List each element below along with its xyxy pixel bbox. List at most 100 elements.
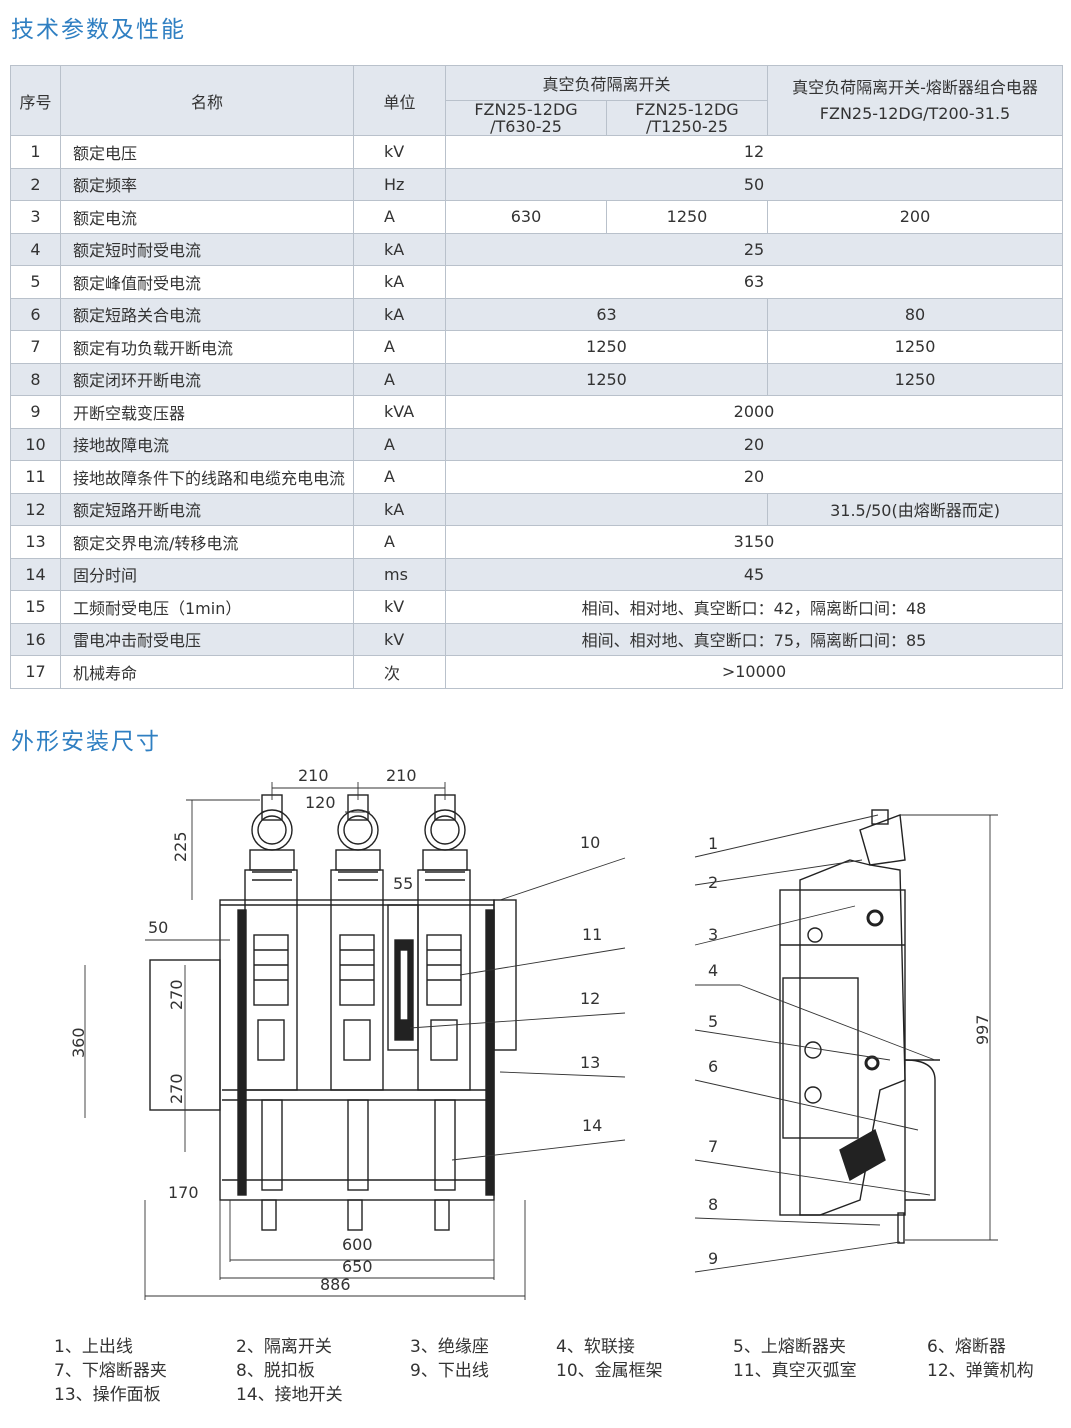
row-value: 63	[444, 297, 769, 331]
header-seq: 序号	[10, 65, 61, 136]
row-number: 8	[10, 362, 61, 396]
row-name: 额定闭环开断电流	[60, 362, 354, 396]
row-value: 50	[444, 167, 1064, 201]
side-callout-3: 3	[708, 925, 718, 944]
row-value: 相间、相对地、真空断口：42，隔离断口间：48	[444, 590, 1064, 624]
row-name: 额定电压	[60, 135, 354, 169]
dim-650: 650	[342, 1257, 373, 1276]
dim-120: 120	[305, 793, 336, 812]
row-name: 额定峰值耐受电流	[60, 265, 354, 299]
row-unit: kV	[353, 135, 446, 169]
dim-600: 600	[342, 1235, 373, 1254]
dim-210-left: 210	[298, 766, 329, 785]
row-value: 25	[444, 232, 1064, 266]
row-unit: A	[353, 525, 446, 559]
legend-item: 12、弹簧机构	[927, 1361, 1034, 1381]
row-number: 13	[10, 525, 61, 559]
row-unit: ms	[353, 557, 446, 591]
row-number: 2	[10, 167, 61, 201]
front-frame	[219, 899, 495, 1201]
row-unit: Hz	[353, 167, 446, 201]
section-title-specs: 技术参数及性能	[11, 17, 186, 43]
dim-55: 55	[393, 874, 413, 893]
side-callout-4: 4	[708, 961, 718, 980]
header-model-630: FZN25-12DG /T630-25	[445, 100, 607, 136]
row-name: 额定短路开断电流	[60, 492, 354, 526]
phase-middle	[330, 794, 384, 1231]
side-callout-2: 2	[708, 873, 718, 892]
dim-997: 997	[973, 1014, 992, 1045]
phase-left	[244, 794, 298, 1231]
row-value: 630	[445, 200, 607, 234]
front-callout-labels: 10 11 12 13 14	[580, 833, 602, 1135]
row-value: 1250	[444, 362, 769, 396]
row-name: 工频耐受电压（1min）	[60, 590, 354, 624]
row-number: 14	[10, 557, 61, 591]
row-value: 31.5/50(由熔断器而定)	[767, 492, 1064, 526]
row-name: 雷电冲击耐受电压	[60, 622, 354, 656]
row-number: 7	[10, 330, 61, 364]
legend-item: 9、下出线	[410, 1361, 489, 1381]
dim-210-right: 210	[386, 766, 417, 785]
row-unit: kA	[353, 232, 446, 266]
legend-item: 2、隔离开关	[236, 1337, 332, 1357]
row-unit: A	[353, 330, 446, 364]
row-name: 额定短时耐受电流	[60, 232, 354, 266]
row-unit: kVA	[353, 395, 446, 429]
side-callout-7: 7	[708, 1137, 718, 1156]
dim-225: 225	[171, 831, 190, 862]
row-value: 1250	[767, 362, 1064, 396]
row-value: 20	[444, 460, 1064, 494]
header-unit: 单位	[353, 65, 446, 136]
row-value: >10000	[444, 655, 1064, 689]
side-view	[779, 809, 940, 1244]
row-number: 12	[10, 492, 61, 526]
callout-14: 14	[582, 1116, 602, 1135]
row-name: 接地故障条件下的线路和电缆充电电流	[60, 460, 354, 494]
dim-886: 886	[320, 1275, 351, 1294]
side-leaders-and-dims	[694, 814, 998, 1273]
row-number: 1	[10, 135, 61, 169]
row-value: 45	[444, 557, 1064, 591]
row-name: 固分时间	[60, 557, 354, 591]
installation-drawing: 210 210 120 225 55 50 270 270 360 170 60…	[69, 766, 998, 1300]
side-callout-5: 5	[708, 1012, 718, 1031]
row-name: 机械寿命	[60, 655, 354, 689]
row-value: 2000	[444, 395, 1064, 429]
row-value: 20	[444, 427, 1064, 461]
dim-270-upper: 270	[167, 979, 186, 1010]
row-value: 1250	[767, 330, 1064, 364]
row-unit: A	[353, 427, 446, 461]
row-name: 接地故障电流	[60, 427, 354, 461]
legend-item: 1、上出线	[54, 1337, 133, 1357]
row-name: 额定频率	[60, 167, 354, 201]
callout-12: 12	[580, 989, 600, 1008]
side-callout-1: 1	[708, 834, 718, 853]
header-model-1250: FZN25-12DG /T1250-25	[605, 100, 769, 136]
row-unit: kA	[353, 492, 446, 526]
row-number: 17	[10, 655, 61, 689]
row-unit: A	[353, 460, 446, 494]
side-callout-9: 9	[708, 1249, 718, 1268]
header-group-combo: 真空负荷隔离开关-熔断器组合电器 FZN25-12DG/T200-31.5	[767, 65, 1064, 136]
row-value: 80	[767, 297, 1064, 331]
row-number: 5	[10, 265, 61, 299]
row-name: 额定短路关合电流	[60, 297, 354, 331]
row-unit: kA	[353, 265, 446, 299]
legend-item: 8、脱扣板	[236, 1361, 315, 1381]
legend-item: 13、操作面板	[54, 1385, 161, 1405]
row-number: 4	[10, 232, 61, 266]
header-combo-line1: 真空负荷隔离开关-熔断器组合电器	[792, 77, 1038, 97]
row-name: 额定有功负载开断电流	[60, 330, 354, 364]
row-number: 16	[10, 622, 61, 656]
dim-50: 50	[148, 918, 168, 937]
row-unit: A	[353, 200, 446, 234]
